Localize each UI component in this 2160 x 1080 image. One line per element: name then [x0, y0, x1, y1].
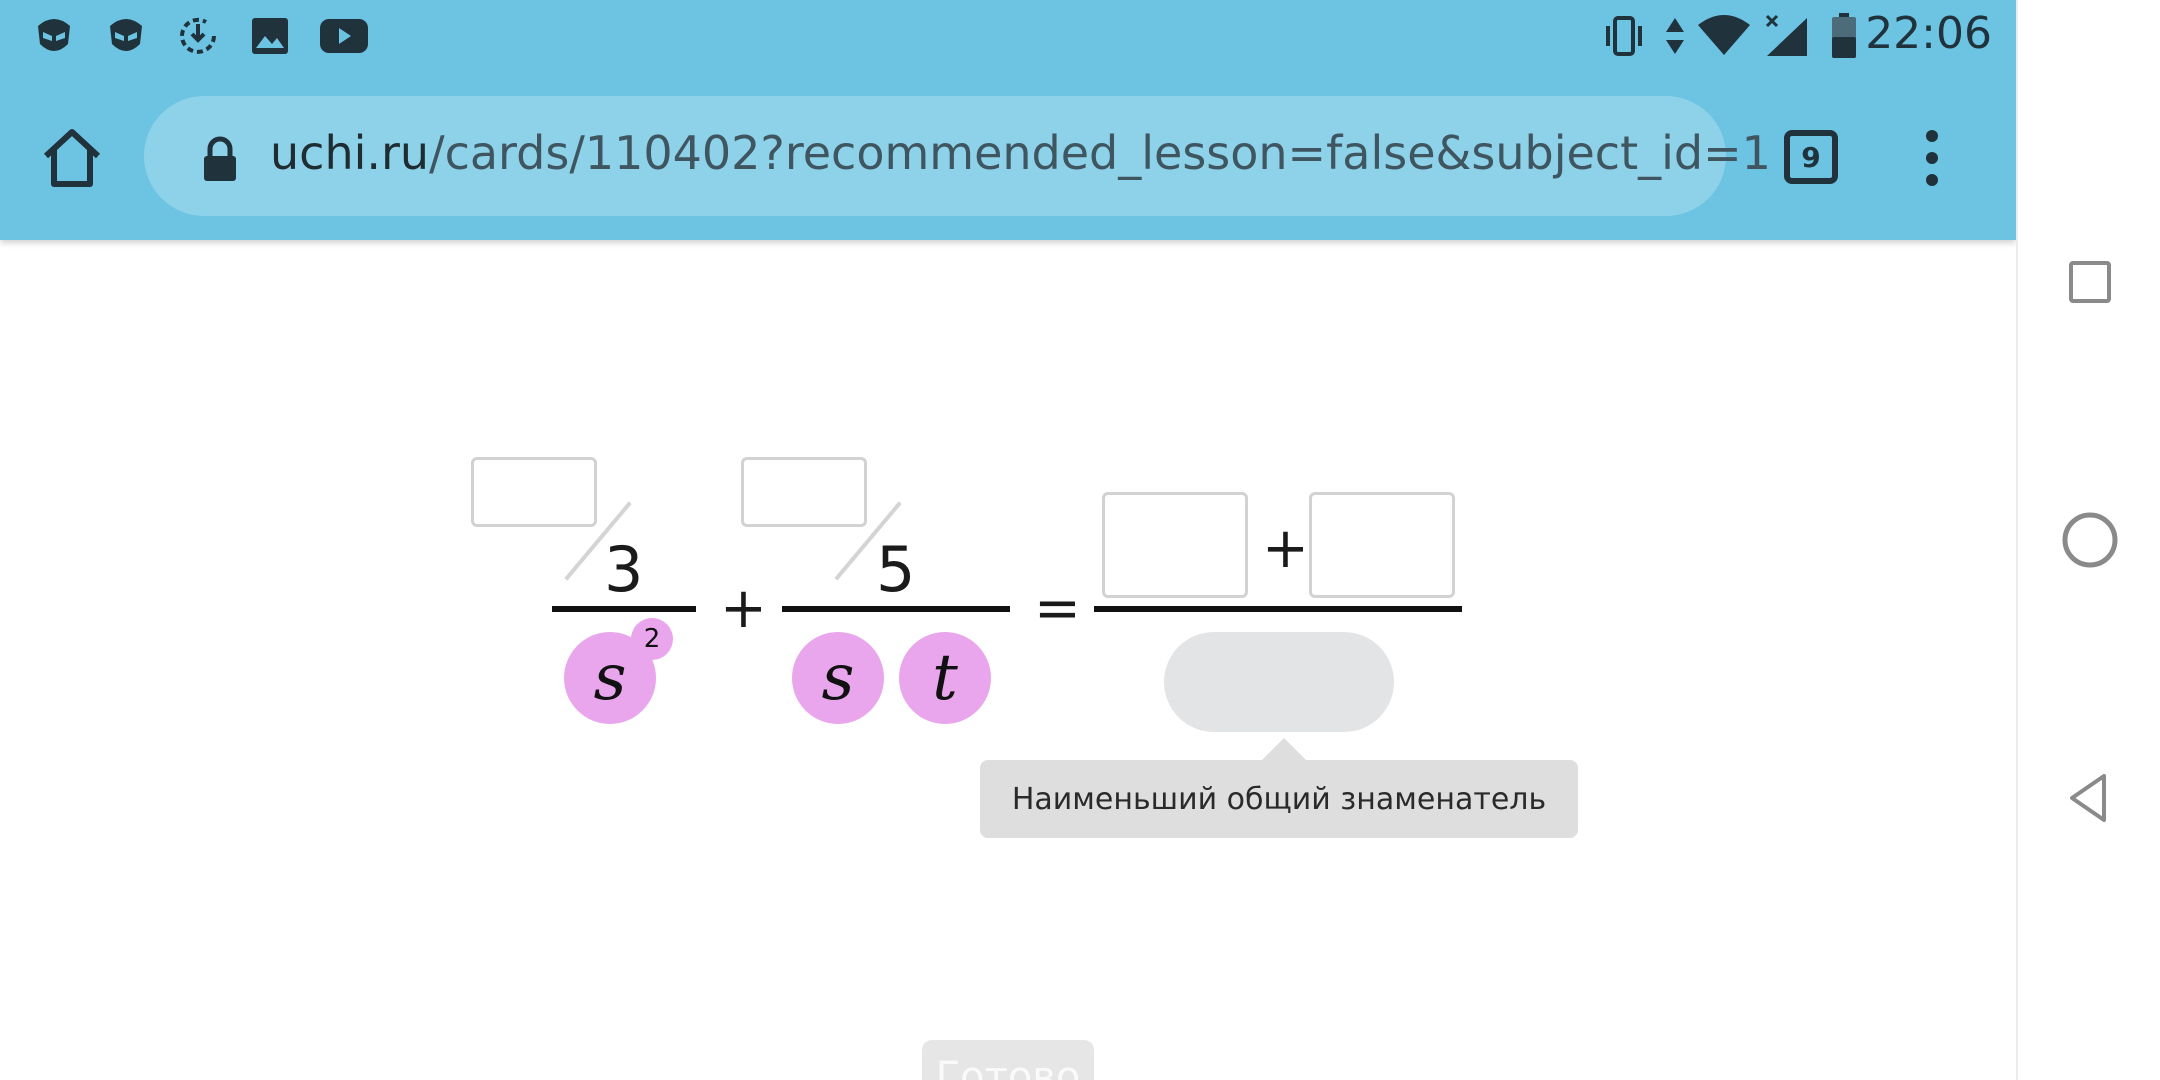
plus-sign: +: [720, 576, 767, 641]
signal-icon: [1762, 14, 1810, 58]
multiplier-slot-1[interactable]: [471, 457, 597, 527]
download-clock-icon: [176, 14, 220, 58]
status-bar: 22:06: [0, 0, 2016, 72]
result-denominator-slot[interactable]: [1164, 632, 1394, 732]
menu-button[interactable]: [1912, 128, 1952, 188]
tooltip-arrow: [1262, 738, 1306, 760]
url-bar[interactable]: uchi.ru/cards/110402?recommended_lesson=…: [144, 96, 1771, 216]
home-nav-button[interactable]: [2058, 508, 2122, 572]
fraction1-bar: [552, 606, 696, 612]
hint-tooltip: Наименьший общий знаменатель: [980, 760, 1578, 838]
fraction2-numerator: 5: [876, 533, 916, 606]
image-icon: [248, 14, 292, 58]
url-path: /cards/110402?recommended_lesson=false&s…: [429, 126, 1771, 180]
vibrate-icon: [1602, 14, 1646, 58]
back-button[interactable]: [2058, 766, 2122, 830]
url-text[interactable]: uchi.ru/cards/110402?recommended_lesson=…: [270, 126, 1771, 180]
data-arrows-icon: [1660, 14, 1690, 58]
exponent-badge: 2: [631, 618, 673, 660]
home-icon: [43, 129, 101, 187]
system-nav-bar: [2016, 0, 2160, 1080]
back-triangle-icon: [2070, 774, 2106, 822]
multiplier-slot-2[interactable]: [741, 457, 867, 527]
done-button[interactable]: Готово: [922, 1040, 1094, 1080]
result-plus-sign: +: [1262, 516, 1309, 581]
helmet-icon: [32, 14, 76, 58]
battery-icon: [1826, 13, 1862, 58]
browser-toolbar: uchi.ru/cards/110402?recommended_lesson=…: [0, 72, 2016, 240]
result-bar: [1094, 606, 1462, 612]
youtube-icon: [318, 14, 370, 58]
more-vert-icon: [1926, 130, 1938, 186]
circle-icon: [2062, 512, 2118, 568]
tab-switcher-button[interactable]: 9: [1784, 130, 1838, 184]
fraction1-numerator: 3: [604, 533, 644, 606]
variable-s[interactable]: s: [792, 632, 884, 724]
lock-icon: [200, 136, 240, 182]
result-numerator-slot-2[interactable]: [1309, 492, 1455, 598]
equals-sign: =: [1034, 576, 1081, 641]
recents-button[interactable]: [2058, 250, 2122, 314]
variable-t[interactable]: t: [899, 632, 991, 724]
home-button[interactable]: [38, 124, 106, 192]
url-domain: uchi.ru: [270, 126, 430, 180]
square-icon: [2069, 261, 2111, 303]
fraction2-bar: [782, 606, 1010, 612]
wifi-icon: [1696, 14, 1752, 58]
result-numerator-slot-1[interactable]: [1102, 492, 1248, 598]
helmet-icon: [104, 14, 148, 58]
browser-chrome: 22:06 uchi.ru/cards/110402?recommended_l…: [0, 0, 2016, 240]
status-clock: 22:06: [1865, 8, 1992, 59]
